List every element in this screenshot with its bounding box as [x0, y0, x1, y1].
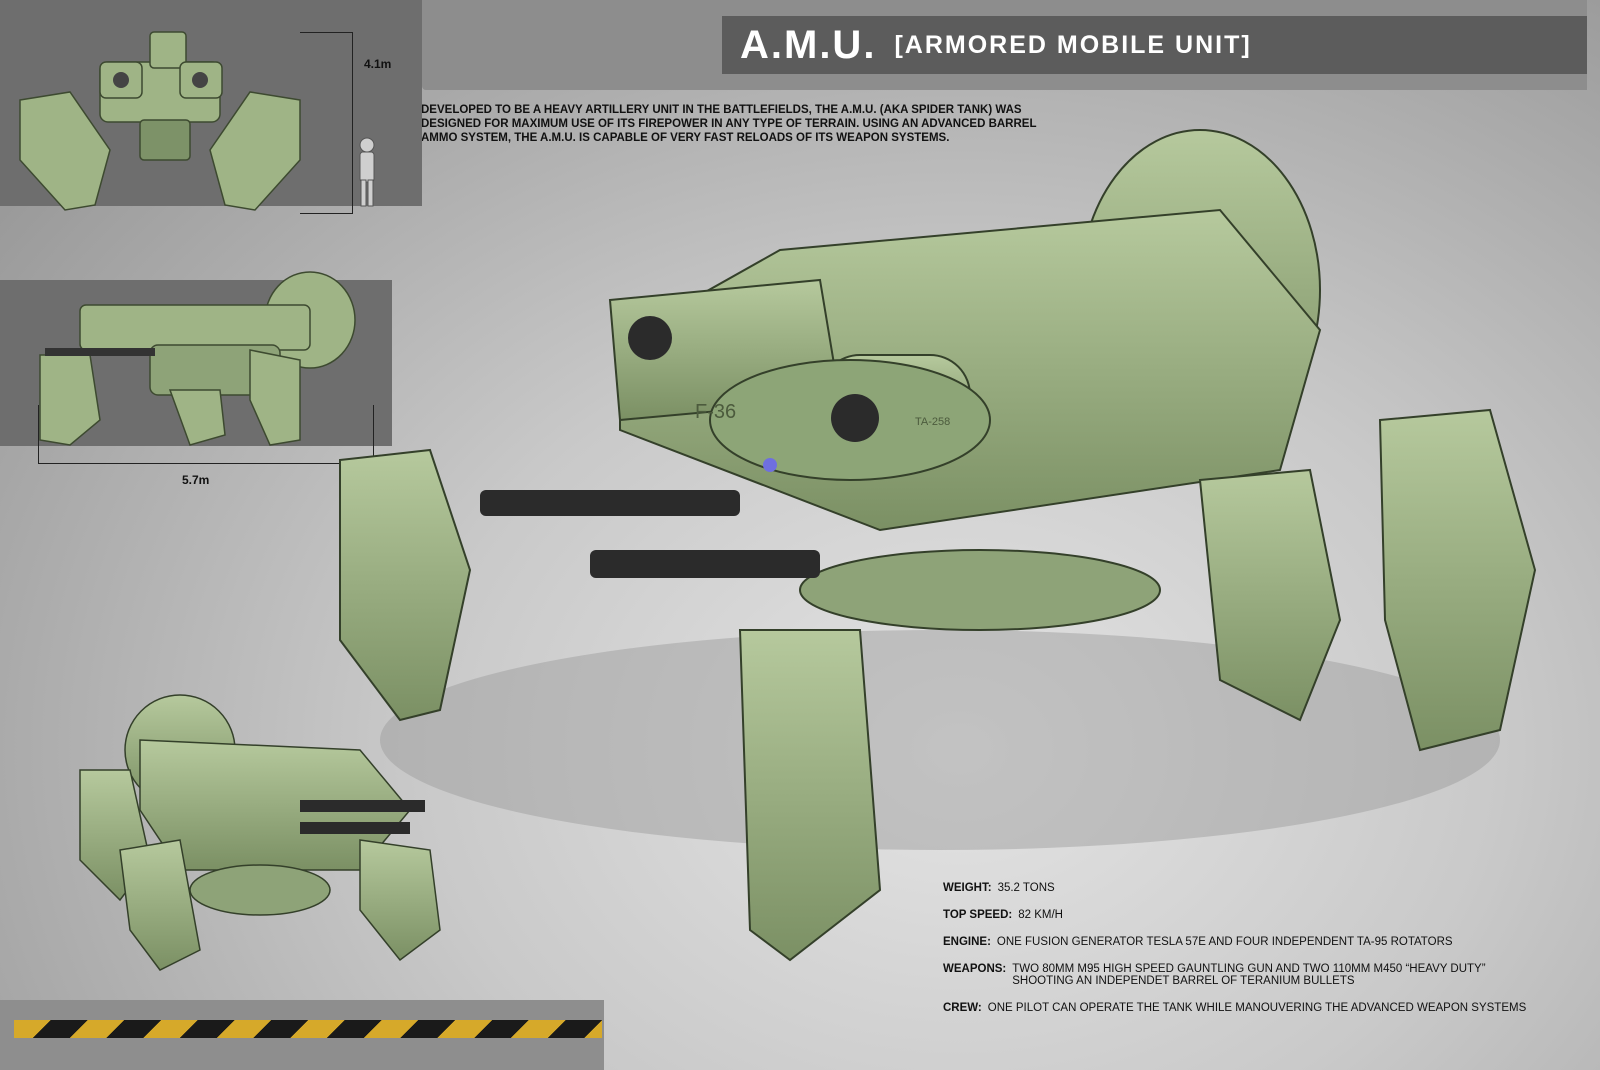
height-dimension-line	[300, 32, 353, 214]
spec-engine: ENGINE: ONE FUSION GENERATOR TESLA 57E AN…	[943, 936, 1526, 948]
title-bar: A.M.U. [ARMORED MOBILE UNIT]	[722, 16, 1587, 74]
ground-shadow	[380, 630, 1500, 850]
length-dimension-line	[38, 405, 374, 464]
leg-front-left	[339, 448, 472, 722]
page-title: A.M.U.	[740, 22, 877, 67]
leg-back-right	[1198, 468, 1342, 722]
spec-value: 35.2 TONS	[997, 882, 1055, 894]
gatling-gun-upper	[480, 490, 740, 516]
spec-label: CREW:	[943, 1002, 982, 1014]
gatling-gun-lower	[590, 550, 820, 578]
front-view-illustration	[19, 31, 375, 211]
spec-top-speed: TOP SPEED: 82 KM/H	[943, 909, 1526, 921]
hazard-stripe	[14, 1020, 602, 1038]
spec-value: 82 KM/H	[1018, 909, 1063, 921]
spec-label: ENGINE:	[943, 936, 991, 948]
leg-front-right	[1378, 408, 1537, 752]
height-dimension-label: 4.1m	[364, 57, 392, 71]
leg-front-center	[738, 629, 882, 962]
spec-label: WEAPONS:	[943, 963, 1007, 975]
side-view-illustration	[39, 271, 356, 446]
spec-crew: CREW: ONE PILOT CAN OPERATE THE TANK WHIL…	[943, 1002, 1526, 1014]
spec-weight: WEIGHT: 35.2 TONS	[943, 882, 1526, 894]
description-text: DEVELOPED TO BE A HEAVY ARTILLERY UNIT I…	[421, 104, 1037, 144]
perspective-view-illustration	[79, 694, 441, 971]
spec-value: ONE PILOT CAN OPERATE THE TANK WHILE MAN…	[987, 1002, 1527, 1014]
spec-weapons: WEAPONS: TWO 80MM M95 HIGH SPEED GAUNTLIN…	[943, 963, 1526, 987]
cannon-marking: TA-258	[915, 416, 950, 428]
spec-label: TOP SPEED:	[943, 909, 1013, 921]
spec-label: WEIGHT:	[943, 882, 992, 894]
length-dimension-label: 5.7m	[182, 473, 210, 487]
specs-list: WEIGHT: 35.2 TONS TOP SPEED: 82 KM/H ENGIN…	[943, 882, 1526, 1029]
spec-value: ONE FUSION GENERATOR TESLA 57E AND FOUR …	[996, 936, 1453, 948]
page-subtitle: [ARMORED MOBILE UNIT]	[894, 30, 1252, 59]
main-render-illustration: F-36 TA-258	[339, 129, 1537, 962]
spec-value: TWO 80MM M95 HIGH SPEED GAUNTLING GUN AN…	[1012, 963, 1486, 987]
hull-marking: F-36	[695, 401, 736, 423]
